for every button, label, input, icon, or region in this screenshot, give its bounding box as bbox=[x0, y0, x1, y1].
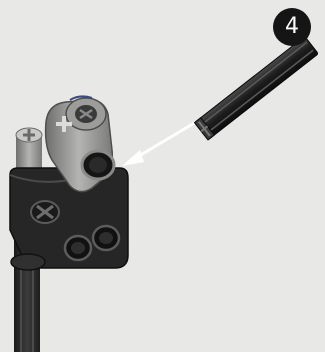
pin-hole-left bbox=[65, 236, 91, 260]
target-axle-hole bbox=[82, 151, 114, 179]
axle-hole-marking bbox=[31, 201, 59, 223]
lego-axle-icon bbox=[194, 36, 318, 140]
step-number: 4 bbox=[285, 16, 299, 38]
step-number-badge: 4 bbox=[273, 8, 311, 46]
pin-hole-right bbox=[93, 226, 119, 250]
insert-direction-arrow-icon bbox=[122, 122, 196, 166]
